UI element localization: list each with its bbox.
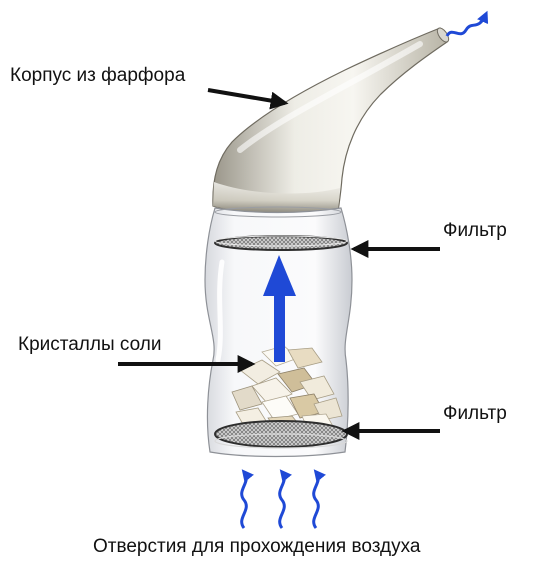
label-porcelain-body: Корпус из фарфора [10,65,186,86]
air-intake-arrow-icon [240,469,254,529]
label-filter-bottom: Фильтр [443,403,507,424]
air-intake-arrows [240,469,326,529]
label-filter-top: Фильтр [443,220,507,241]
label-air-holes: Отверстия для прохождения воздуха [93,536,421,557]
pointer-arrow-body-icon [207,88,289,110]
filter-bottom [214,420,348,449]
air-intake-arrow-icon [278,469,292,529]
air-outflow-arrow-icon [445,10,489,37]
label-salt-crystals: Кристаллы соли [18,334,162,355]
porcelain-body [212,27,450,216]
filter-top [214,235,348,251]
air-intake-arrow-icon [312,469,326,529]
air-flow-arrow-icon [263,255,296,362]
